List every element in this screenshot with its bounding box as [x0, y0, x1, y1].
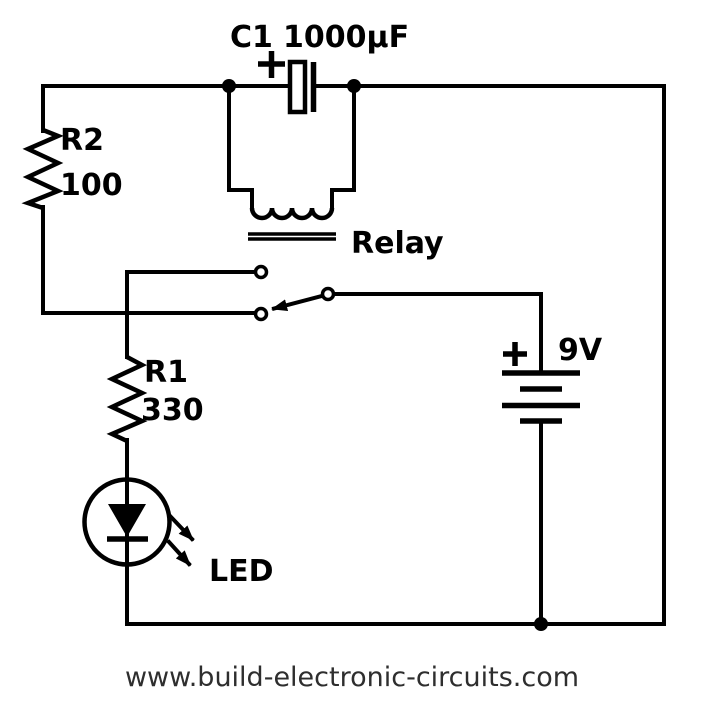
resistor-r2-symbol — [21, 127, 64, 211]
led-symbol — [82, 477, 195, 567]
website-url-text: www.build-electronic-circuits.com — [125, 662, 579, 693]
wire-relay-right-drop — [330, 84, 356, 210]
switch-upper-contact — [253, 264, 269, 280]
wire-right-loop — [125, 84, 666, 626]
capacitor-symbol — [258, 51, 317, 115]
switch-pole-contact — [320, 286, 336, 302]
capacitor-value-label: 1000µF — [283, 20, 409, 55]
wire-upper-contact-to-r1 — [125, 270, 257, 359]
relay-coil-symbol — [248, 207, 336, 241]
battery-symbol — [502, 342, 580, 424]
junction-dot-top-left — [222, 79, 236, 93]
wire-top-left — [41, 84, 292, 133]
battery-plus-icon — [503, 342, 527, 366]
r2-ref-label: R2 — [60, 123, 104, 158]
capacitor-ref-label: C1 — [230, 20, 273, 55]
switch-lower-contact — [253, 306, 269, 322]
r1-ref-label: R1 — [144, 355, 188, 390]
led-label: LED — [209, 554, 274, 589]
wire-r2-to-lower-contact — [41, 205, 257, 315]
relay-core-icon — [248, 232, 336, 241]
r1-value-label: 330 — [141, 393, 204, 428]
junction-dot-top-right — [347, 79, 361, 93]
r2-value-label: 100 — [60, 168, 123, 203]
led-light-arrows-icon — [166, 514, 195, 567]
junction-dot-bottom — [534, 617, 548, 631]
battery-voltage-label: 9V — [558, 333, 603, 368]
wire-relay-left-drop — [227, 84, 254, 210]
relay-switch-symbol — [253, 264, 336, 322]
capacitor-plus-icon — [258, 51, 285, 78]
led-anode-triangle — [108, 504, 146, 537]
relay-label: Relay — [351, 226, 444, 261]
wire-pole-to-battery — [332, 292, 543, 372]
resistor-r1-symbol — [106, 355, 148, 444]
switch-blade-arrow — [271, 293, 325, 312]
